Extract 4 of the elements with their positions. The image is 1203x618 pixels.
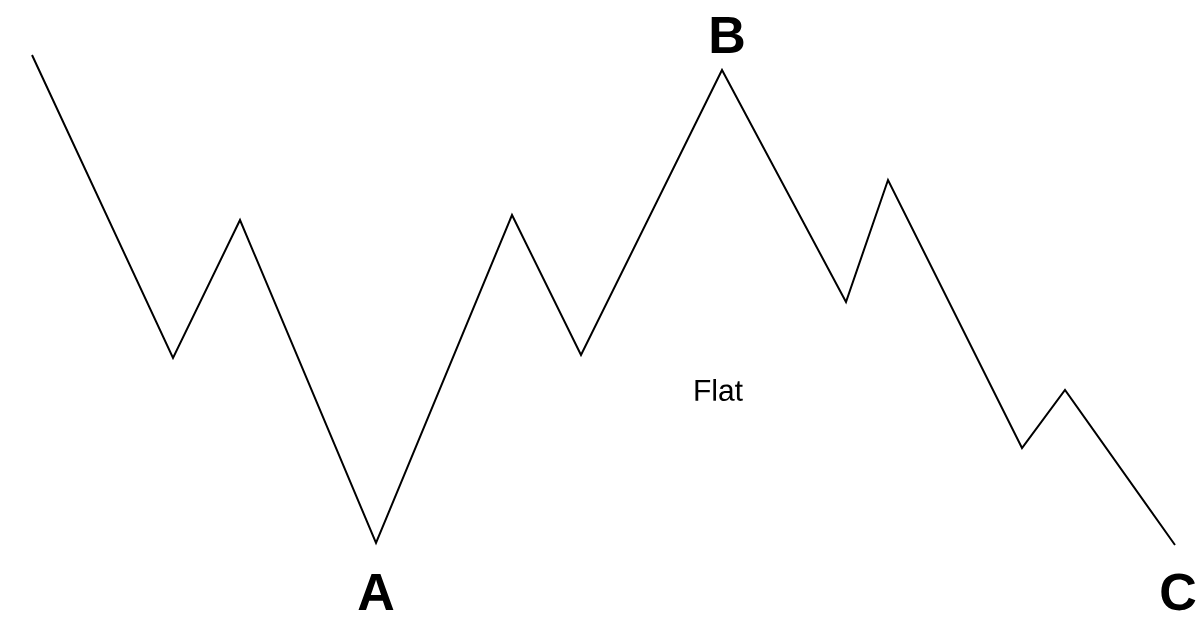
wave-label: B xyxy=(711,17,744,53)
wave-label: Flat xyxy=(695,379,743,401)
wave-label: C xyxy=(1161,573,1196,611)
wave-label: A xyxy=(358,574,394,610)
